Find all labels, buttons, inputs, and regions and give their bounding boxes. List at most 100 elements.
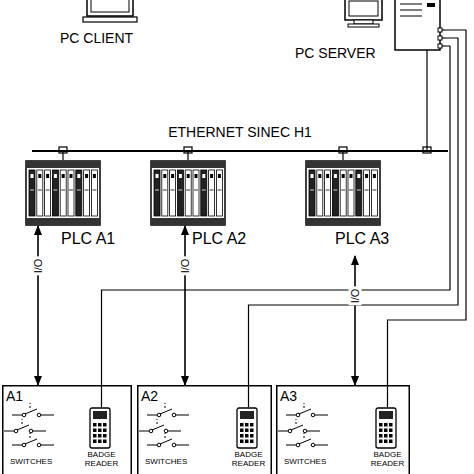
drawing-stroke (306, 218, 380, 225)
drawing-stroke (372, 190, 376, 191)
drawing-stroke (33, 431, 46, 432)
drawing-stroke (365, 190, 369, 191)
edge-label: I/O (179, 257, 192, 276)
drawing-stroke (77, 190, 81, 191)
drawing-stroke (389, 423, 393, 427)
node-label: PC CLIENT (60, 30, 133, 46)
drawing-stroke (62, 174, 65, 178)
drawing-stroke (341, 190, 345, 191)
drawing-stroke (384, 423, 388, 427)
drawing-stroke (303, 429, 307, 433)
drawing-stroke (442, 29, 445, 30)
drawing-stroke (92, 190, 96, 191)
drawing-stroke (348, 170, 354, 216)
drawing-stroke (245, 429, 249, 433)
node-label: BADGE READER (368, 451, 407, 469)
drawing-stroke (4, 431, 14, 432)
drawing-stroke (139, 431, 149, 432)
drawing-stroke (37, 413, 41, 417)
drawing-stroke (317, 170, 323, 216)
drawing-stroke (151, 161, 225, 168)
drawing-stroke (162, 170, 168, 216)
signal-wire (342, 151, 343, 160)
drawing-stroke (354, 20, 373, 24)
drawing-stroke (291, 425, 303, 430)
drawing-stroke (217, 190, 221, 191)
drawing-stroke (202, 190, 206, 191)
drawing-stroke (348, 24, 379, 27)
drawing-stroke (373, 174, 376, 178)
area-box: A1SWITCHESBADGE READER (2, 385, 132, 474)
drawing-stroke (103, 440, 107, 444)
drawing-stroke (168, 431, 181, 432)
drawing-stroke (250, 423, 254, 427)
drawing-stroke (379, 429, 383, 433)
drawing-stroke (103, 423, 107, 427)
drawing-stroke (240, 434, 244, 438)
drawing-stroke (250, 440, 254, 444)
drawing-stroke (163, 174, 166, 178)
node-label: A1 (6, 388, 23, 404)
drawing-stroke (304, 403, 305, 408)
drawing-stroke (38, 190, 42, 191)
node-sublabel: SWITCHES (145, 457, 187, 466)
drawing-stroke (54, 174, 57, 178)
drawing-stroke (216, 170, 222, 216)
drawing-stroke (172, 413, 176, 417)
drawing-stroke (194, 190, 198, 191)
drawing-stroke (299, 439, 311, 444)
drawing-stroke (240, 429, 244, 433)
drawing-stroke (400, 4, 422, 5)
drawing-stroke (306, 161, 380, 168)
drawing-stroke (304, 433, 305, 438)
drawing-stroke (240, 423, 244, 427)
drawing-stroke (17, 425, 29, 430)
drawing-stroke (318, 174, 321, 178)
drawing-stroke (103, 434, 107, 438)
io-arrow (37, 226, 39, 385)
drawing-stroke (38, 174, 41, 178)
drawing-stroke (310, 190, 314, 191)
ethernet-bus: ETHERNET SINEC H1 (32, 122, 448, 152)
drawing-stroke (245, 434, 249, 438)
drawing-stroke (176, 445, 189, 446)
node-sublabel: SWITCHES (10, 457, 52, 466)
area-box: A3SWITCHESBADGE READER (276, 385, 410, 474)
drawing-stroke (25, 439, 37, 444)
plc-rack: PLC A1 (25, 160, 130, 260)
drawing-stroke (389, 434, 393, 438)
drawing-stroke (296, 419, 297, 424)
drawing-stroke (210, 174, 213, 178)
node-label: BADGE READER (229, 451, 268, 469)
badge-reader: BADGE READER (368, 407, 407, 474)
drawing-stroke (400, 10, 422, 11)
drawing-stroke (83, 17, 137, 22)
io-arrow (184, 226, 186, 385)
drawing-stroke (442, 37, 445, 38)
drawing-stroke (22, 419, 23, 424)
drawing-stroke (84, 170, 90, 216)
drawing-stroke (389, 440, 393, 444)
drawing-stroke (311, 413, 315, 417)
drawing-stroke (178, 190, 182, 191)
signal-wire (249, 38, 459, 407)
area-box: A2SWITCHESBADGE READER (137, 385, 272, 474)
drawing-stroke (12, 415, 22, 416)
drawing-stroke (438, 44, 442, 48)
drawing-stroke (326, 174, 329, 178)
drawing-stroke (12, 445, 22, 446)
drawing-stroke (93, 423, 97, 427)
pc-server: PC SERVER (292, 0, 445, 64)
drawing-stroke (240, 440, 244, 444)
drawing-stroke (195, 174, 198, 178)
node-label: PLC A2 (192, 230, 246, 248)
drawing-stroke (356, 170, 362, 216)
drawing-stroke (202, 174, 205, 178)
drawing-stroke (442, 45, 445, 46)
drawing-stroke (155, 190, 159, 191)
signal-wire (187, 151, 188, 160)
drawing-stroke (68, 170, 74, 216)
drawing-stroke (170, 170, 176, 216)
drawing-stroke (160, 409, 172, 414)
drawing-stroke (171, 174, 174, 178)
